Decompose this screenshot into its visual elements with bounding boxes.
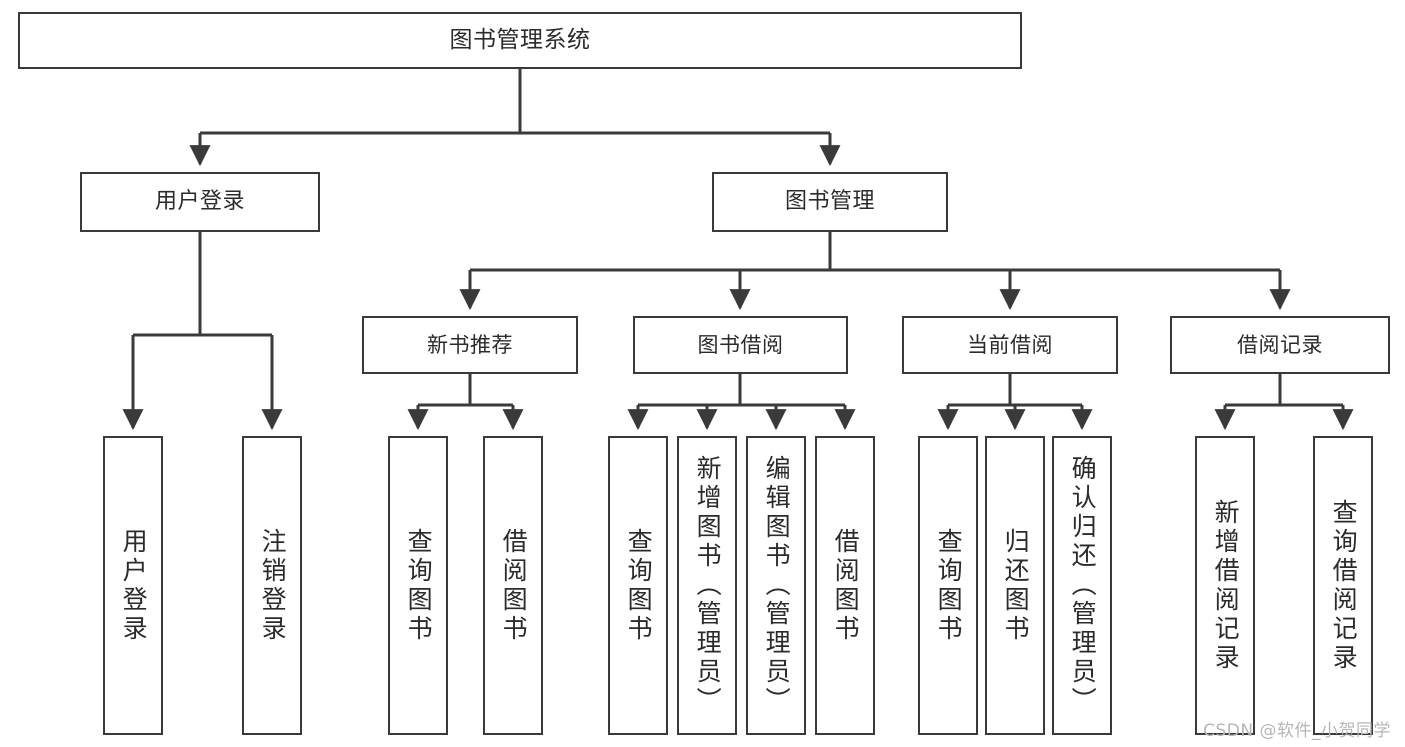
node-label: 归还图书 (1001, 527, 1031, 644)
node-label: 用户登录 (154, 189, 245, 215)
node-label: 当前借阅 (967, 332, 1053, 357)
node-label: 查询图书 (934, 527, 964, 644)
node-new-book-recommend[interactable]: 新书推荐 (362, 316, 578, 374)
leaf-borrow-book-new[interactable]: 借阅图书 (483, 436, 543, 735)
node-label: 借阅图书 (831, 527, 861, 644)
leaf-add-book-admin[interactable]: 新增图书（管理员） (677, 436, 737, 735)
leaf-query-borrow-record[interactable]: 查询借阅记录 (1313, 436, 1373, 735)
leaf-add-borrow-record[interactable]: 新增借阅记录 (1195, 436, 1255, 735)
node-label: 图书管理系统 (449, 26, 591, 53)
watermark: CSDN @软件_小贺同学 (1203, 721, 1391, 741)
node-label: 新增借阅记录 (1211, 498, 1241, 673)
leaf-logout[interactable]: 注销登录 (242, 436, 302, 735)
node-label: 借阅记录 (1237, 332, 1323, 357)
node-label: 编辑图书（管理员） (762, 455, 792, 716)
node-current-borrow[interactable]: 当前借阅 (902, 316, 1118, 374)
node-book-borrow[interactable]: 图书借阅 (633, 316, 848, 374)
node-user-login[interactable]: 用户登录 (80, 172, 320, 232)
leaf-query-book-borrow[interactable]: 查询图书 (608, 436, 668, 735)
node-root-system[interactable]: 图书管理系统 (18, 12, 1022, 69)
leaf-return-book[interactable]: 归还图书 (985, 436, 1045, 735)
leaf-query-book-new[interactable]: 查询图书 (388, 436, 448, 735)
leaf-edit-book-admin[interactable]: 编辑图书（管理员） (746, 436, 806, 735)
node-label: 查询图书 (624, 527, 654, 644)
node-label: 注销登录 (258, 527, 288, 644)
node-label: 确认归还（管理员） (1068, 455, 1098, 716)
leaf-user-login[interactable]: 用户登录 (103, 436, 163, 735)
node-label: 查询图书 (404, 527, 434, 644)
node-label: 图书管理 (784, 189, 875, 215)
node-borrow-records[interactable]: 借阅记录 (1170, 316, 1390, 374)
node-label: 用户登录 (119, 527, 149, 644)
leaf-confirm-return-admin[interactable]: 确认归还（管理员） (1052, 436, 1112, 735)
leaf-borrow-book[interactable]: 借阅图书 (815, 436, 875, 735)
node-book-management[interactable]: 图书管理 (712, 172, 948, 232)
node-label: 查询借阅记录 (1329, 498, 1359, 673)
node-label: 新书推荐 (427, 332, 513, 357)
node-label: 图书借阅 (697, 332, 784, 357)
node-label: 新增图书（管理员） (693, 455, 723, 716)
node-label: 借阅图书 (499, 527, 529, 644)
leaf-query-book-current[interactable]: 查询图书 (918, 436, 978, 735)
